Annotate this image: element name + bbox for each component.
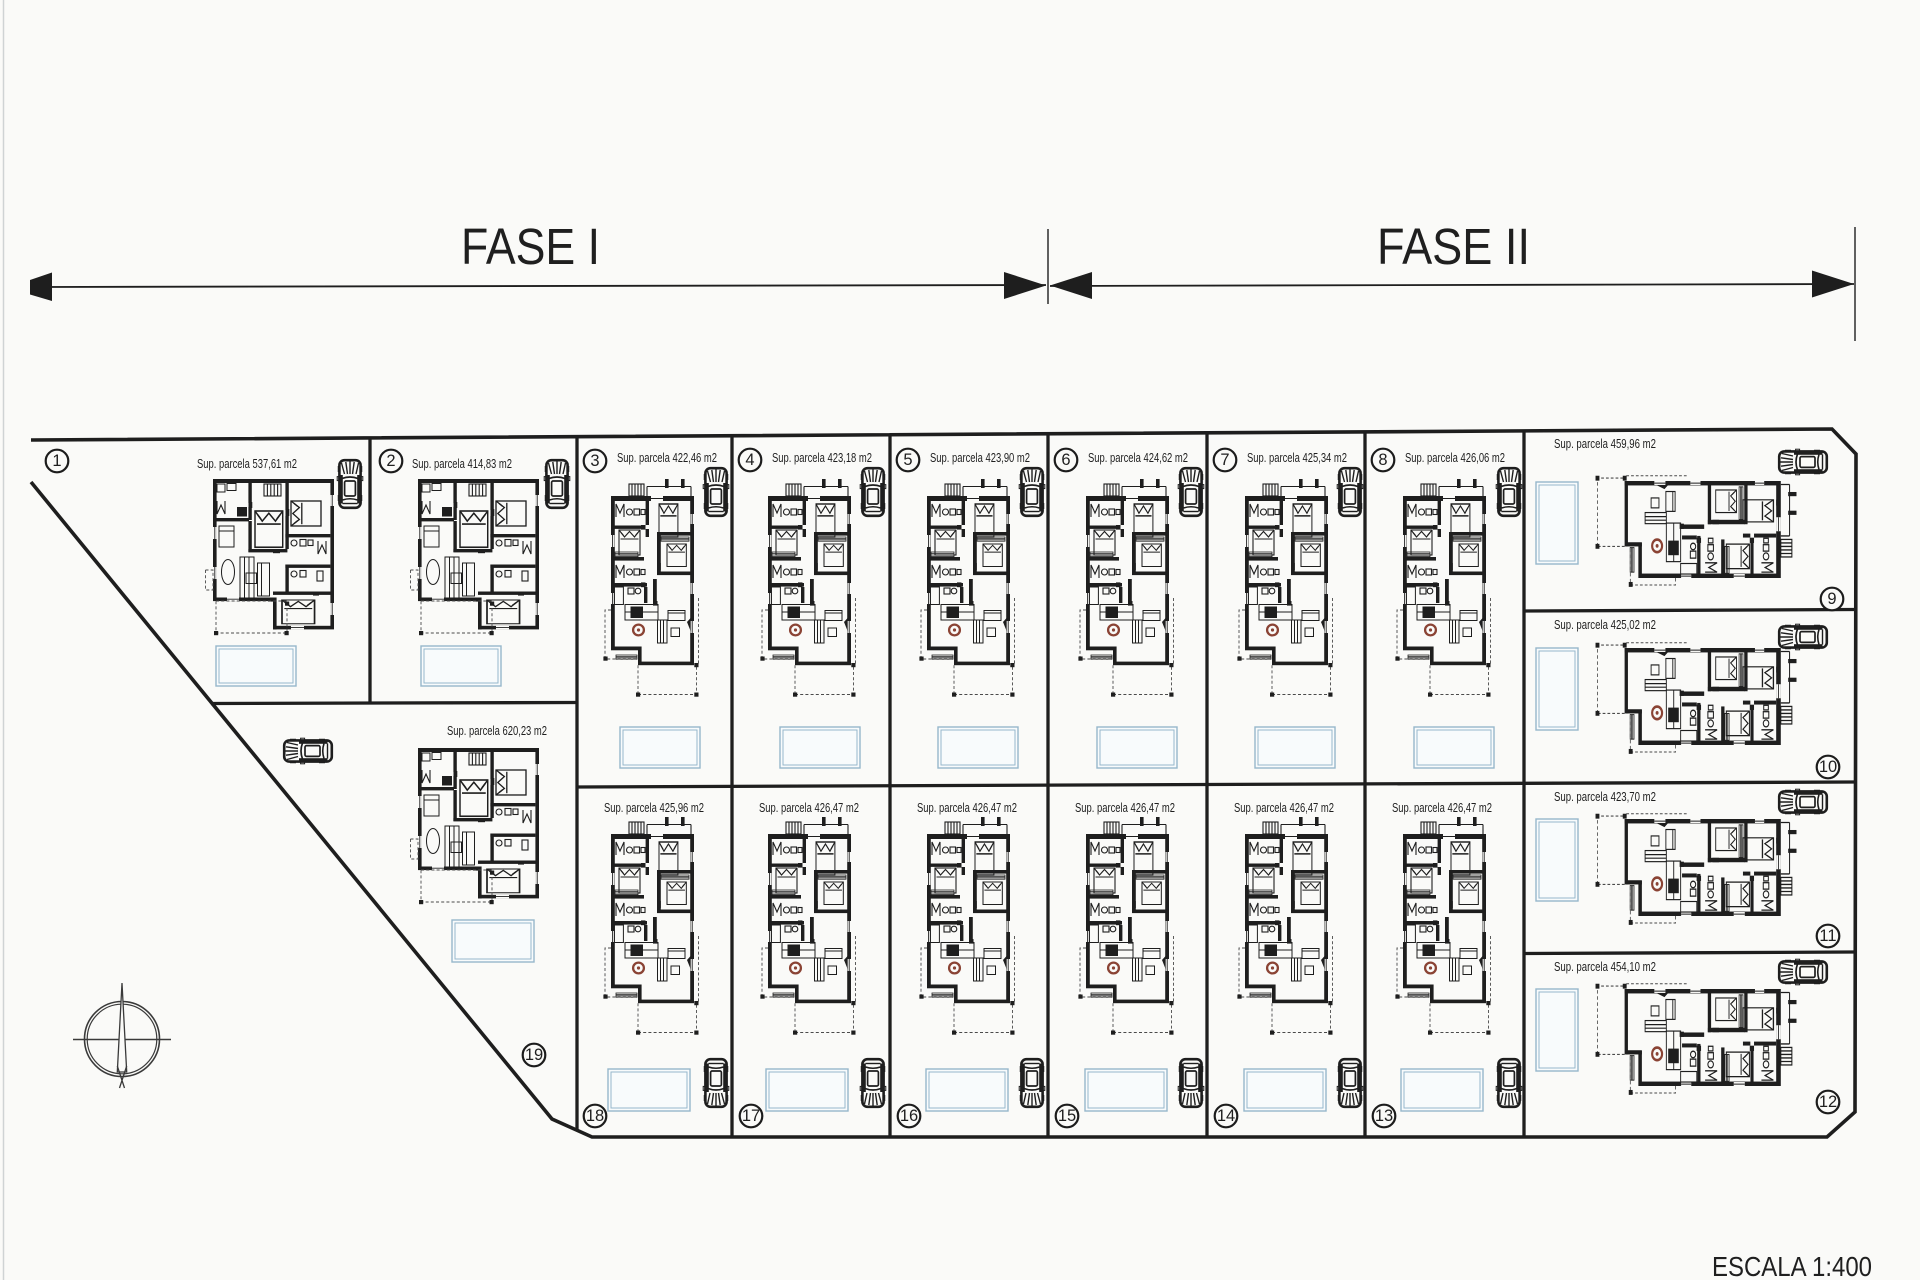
svg-text:Sup. parcela 426,47 m2: Sup. parcela 426,47 m2 <box>1075 800 1175 815</box>
svg-text:Sup. parcela 426,47 m2: Sup. parcela 426,47 m2 <box>759 800 859 815</box>
svg-text:3: 3 <box>590 452 599 470</box>
svg-text:FASE II: FASE II <box>1377 218 1530 275</box>
svg-text:2: 2 <box>386 452 395 470</box>
svg-text:16: 16 <box>900 1107 918 1125</box>
svg-text:10: 10 <box>1819 758 1837 776</box>
svg-text:Sup. parcela 426,06 m2: Sup. parcela 426,06 m2 <box>1405 450 1505 465</box>
svg-text:Sup. parcela 459,96 m2: Sup. parcela 459,96 m2 <box>1554 436 1656 451</box>
svg-text:4: 4 <box>745 451 754 469</box>
svg-text:Sup. parcela 424,62 m2: Sup. parcela 424,62 m2 <box>1088 450 1188 465</box>
svg-text:Sup. parcela 423,18 m2: Sup. parcela 423,18 m2 <box>772 450 872 465</box>
svg-text:14: 14 <box>1217 1107 1235 1125</box>
svg-text:Sup. parcela 454,10 m2: Sup. parcela 454,10 m2 <box>1554 959 1656 974</box>
svg-text:Sup. parcela 414,83 m2: Sup. parcela 414,83 m2 <box>412 456 512 471</box>
svg-text:Sup. parcela 425,34 m2: Sup. parcela 425,34 m2 <box>1247 450 1347 465</box>
svg-text:Sup. parcela 425,02 m2: Sup. parcela 425,02 m2 <box>1554 617 1656 632</box>
svg-text:18: 18 <box>586 1107 604 1125</box>
svg-text:12: 12 <box>1819 1093 1837 1111</box>
svg-text:7: 7 <box>1220 451 1229 469</box>
svg-text:ESCALA 1:400: ESCALA 1:400 <box>1712 1251 1872 1280</box>
svg-text:Sup. parcela 422,46 m2: Sup. parcela 422,46 m2 <box>617 450 717 465</box>
svg-text:15: 15 <box>1058 1107 1076 1125</box>
svg-text:9: 9 <box>1827 590 1836 608</box>
svg-text:Sup. parcela 620,23 m2: Sup. parcela 620,23 m2 <box>447 723 547 738</box>
svg-text:13: 13 <box>1375 1107 1393 1125</box>
svg-text:Sup. parcela 426,47 m2: Sup. parcela 426,47 m2 <box>917 800 1017 815</box>
svg-text:Sup. parcela 423,70 m2: Sup. parcela 423,70 m2 <box>1554 789 1656 804</box>
svg-text:19: 19 <box>525 1046 543 1064</box>
svg-text:Sup. parcela 537,61 m2: Sup. parcela 537,61 m2 <box>197 456 297 471</box>
svg-text:Sup. parcela 423,90 m2: Sup. parcela 423,90 m2 <box>930 450 1030 465</box>
svg-text:Sup. parcela 426,47 m2: Sup. parcela 426,47 m2 <box>1234 800 1334 815</box>
svg-text:17: 17 <box>742 1107 760 1125</box>
svg-text:Sup. parcela 425,96 m2: Sup. parcela 425,96 m2 <box>604 800 704 815</box>
svg-text:FASE I: FASE I <box>461 218 600 275</box>
svg-text:6: 6 <box>1061 451 1070 469</box>
svg-text:Sup. parcela 426,47 m2: Sup. parcela 426,47 m2 <box>1392 800 1492 815</box>
svg-text:1: 1 <box>52 452 61 470</box>
svg-text:11: 11 <box>1819 927 1836 945</box>
svg-text:5: 5 <box>903 451 912 469</box>
svg-text:8: 8 <box>1378 451 1387 469</box>
